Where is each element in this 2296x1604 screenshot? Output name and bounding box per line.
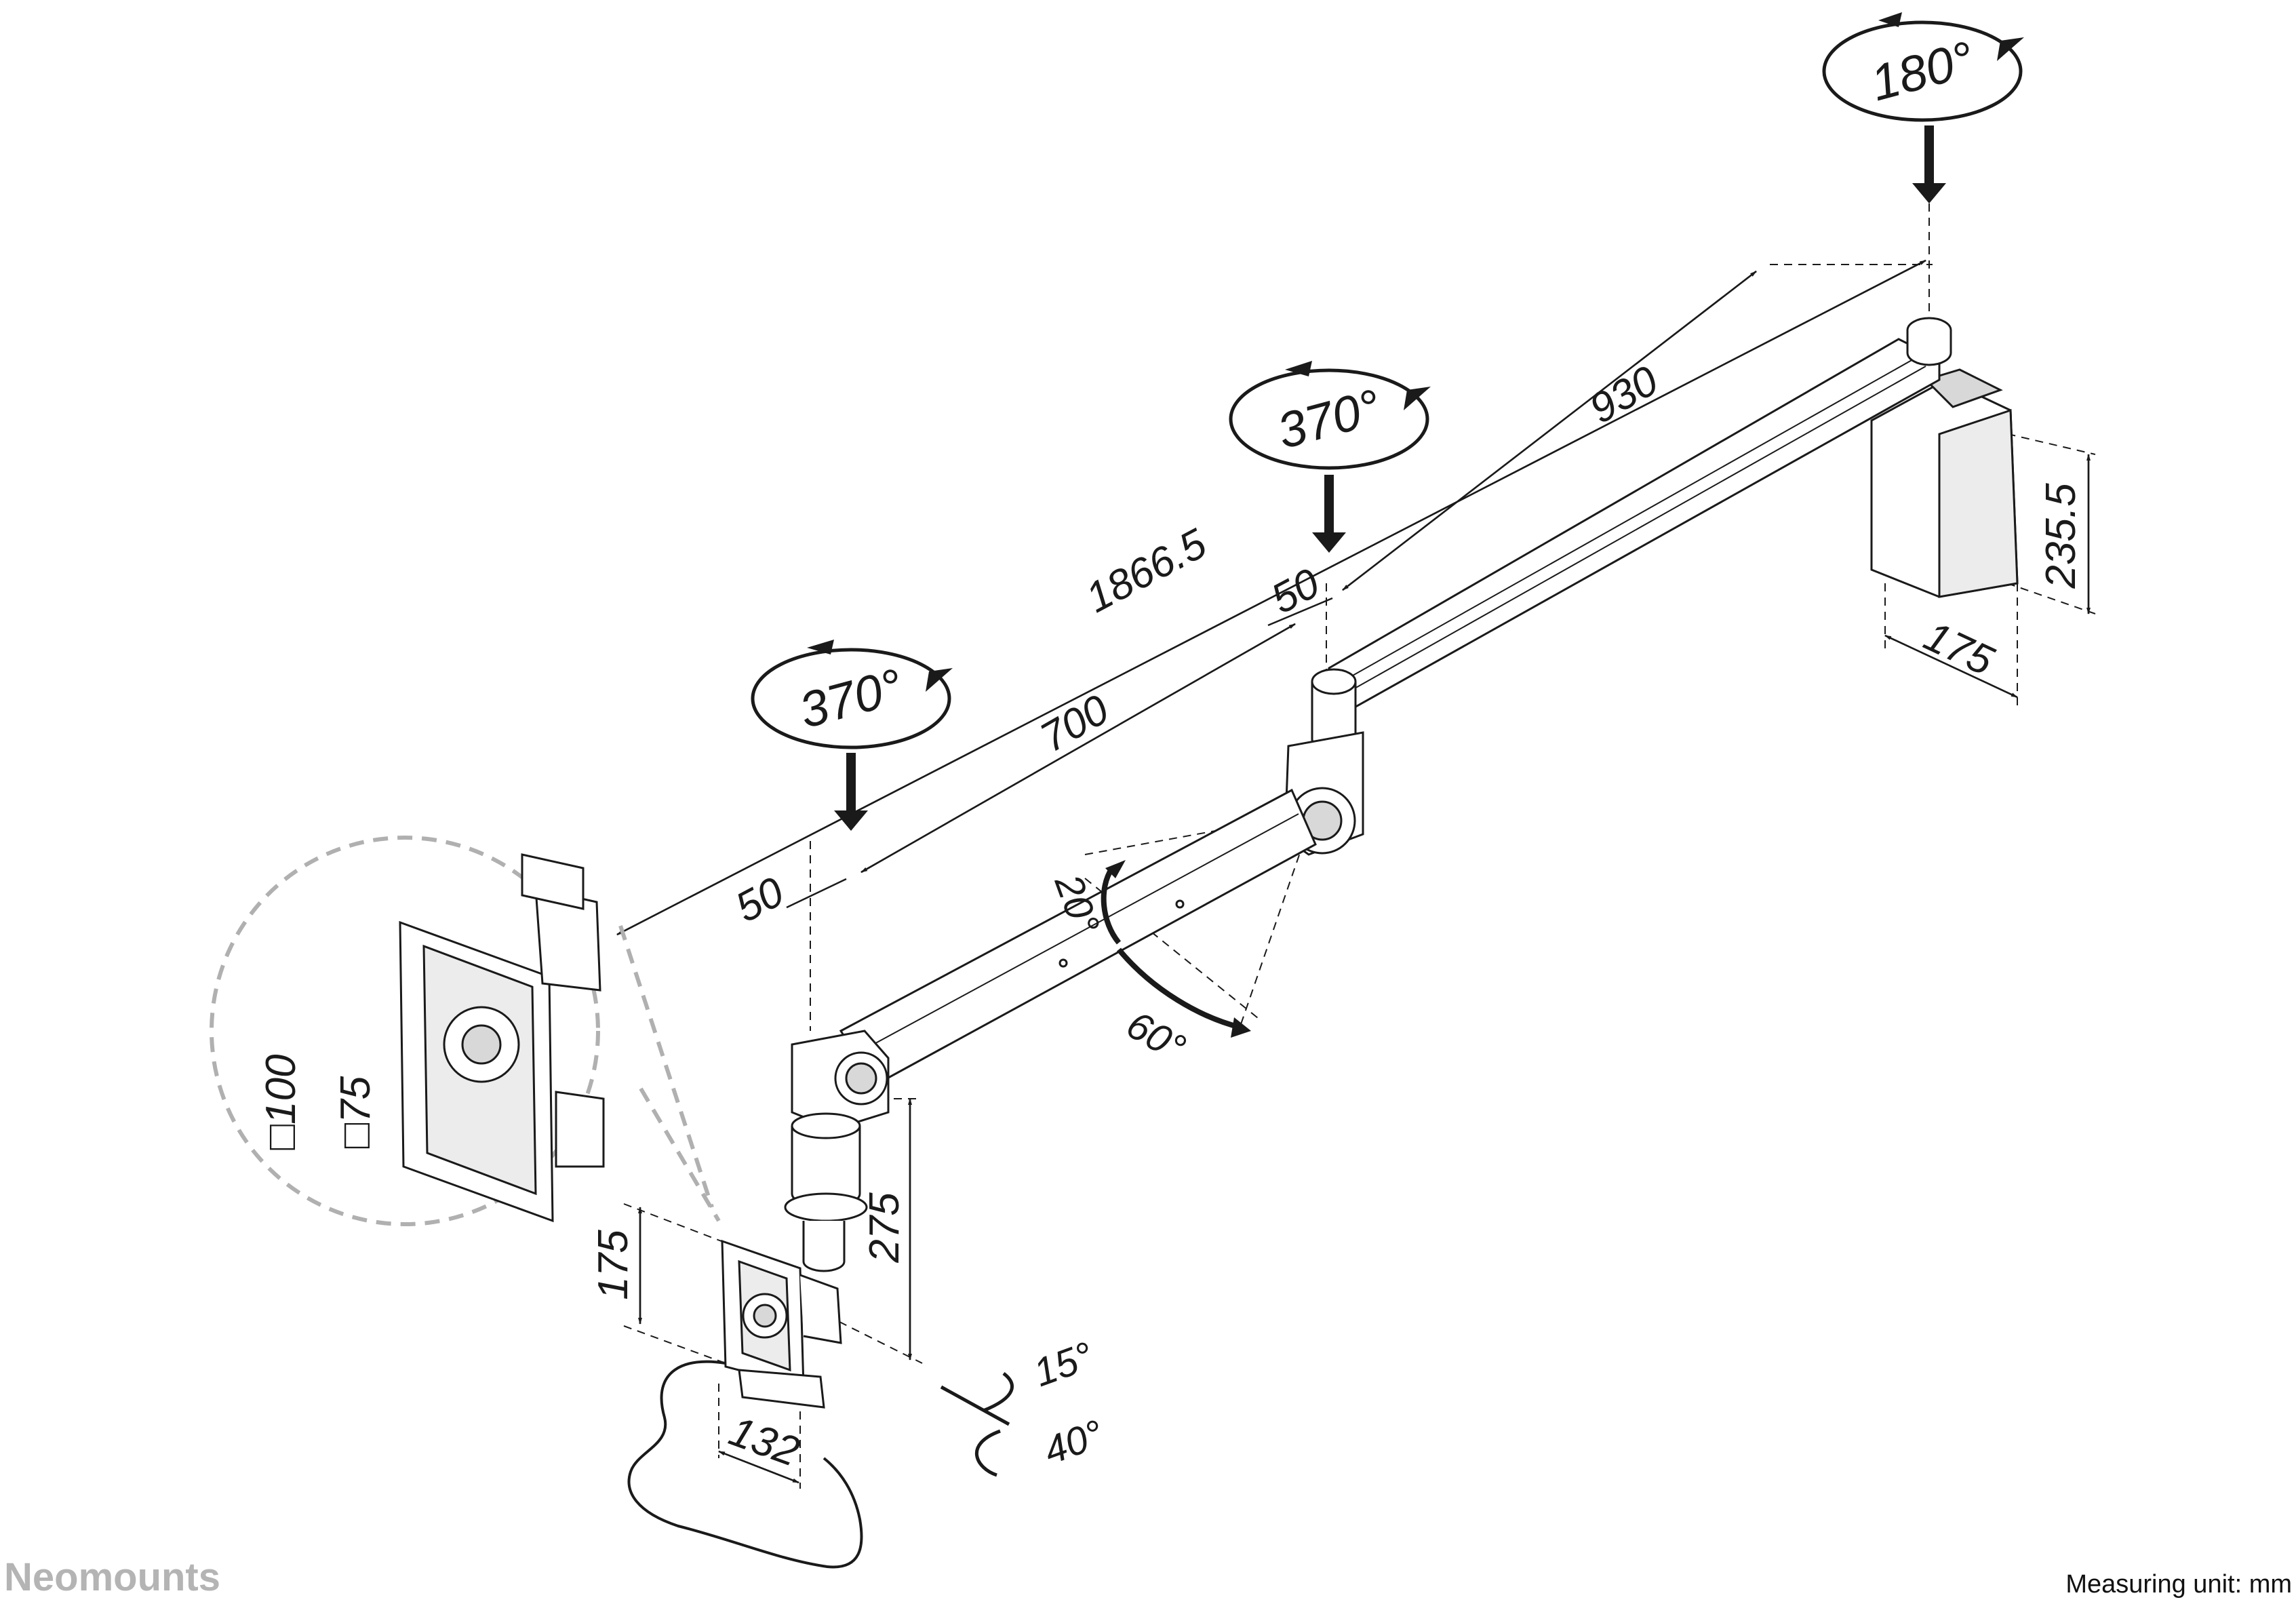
front-joint: [784, 1030, 890, 1272]
rotation-label-front: 370°: [793, 658, 908, 739]
dim-total-length: 1866.5: [1078, 520, 1214, 622]
rotation-label-wall: 180°: [1865, 31, 1979, 112]
dim-head-width: 132: [724, 1408, 806, 1476]
wall-bracket: [1870, 368, 2019, 598]
rotation-label-middle: 370°: [1271, 378, 1386, 460]
brand-logo: Neomounts: [4, 1555, 220, 1599]
dim-bracket-height: 235.5: [2038, 483, 2084, 589]
dim-height-adjust: 275: [861, 1192, 908, 1264]
vesa-small: □75: [332, 1076, 379, 1148]
head-tilt-down-label: 40°: [1038, 1411, 1109, 1473]
arm-tilt: [1101, 866, 1242, 1030]
rotation-middle-joint: 370°: [1229, 361, 1431, 553]
detail-head: [399, 853, 605, 1223]
vesa-head: [721, 1239, 842, 1409]
dim-offset-front: 50: [728, 868, 791, 931]
head-tilt: [940, 1372, 1014, 1477]
inner-arm: [1324, 317, 1952, 713]
tilt-down-label: 60°: [1120, 1002, 1193, 1070]
outer-arm: [839, 788, 1317, 1087]
vesa-large: □100: [258, 1055, 304, 1150]
dim-offset-middle: 50: [1264, 560, 1327, 623]
head-tilt-up-label: 15°: [1028, 1333, 1099, 1395]
measuring-unit: Measuring unit: mm: [2065, 1570, 2292, 1599]
rotation-wall-pivot: 180°: [1822, 12, 2024, 203]
cable: [627, 1360, 863, 1569]
dim-head-height: 175: [590, 1230, 637, 1300]
dim-bracket-depth: 175: [1917, 612, 2000, 684]
rotation-front-joint: 370°: [751, 640, 953, 831]
dim-inner-arm: 930: [1582, 357, 1666, 433]
dim-outer-arm: 700: [1033, 686, 1117, 762]
